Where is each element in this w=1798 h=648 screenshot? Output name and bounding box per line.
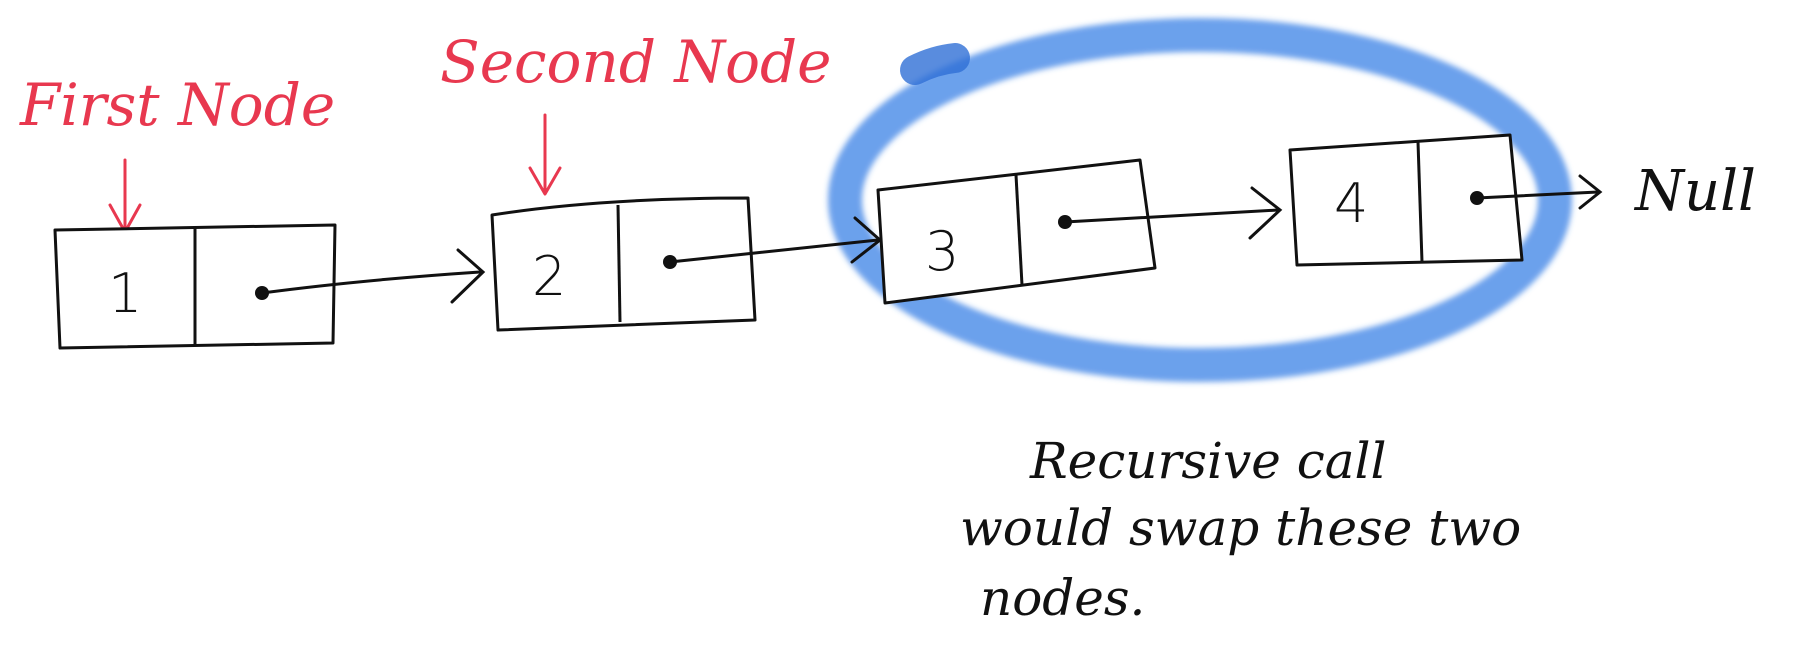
node-1-value: 1	[108, 262, 142, 325]
node-4-value: 4	[1334, 172, 1368, 235]
node-1: 1	[53, 223, 337, 350]
recursive-call-note: Recursive call would swap these two node…	[960, 432, 1521, 627]
first-node-arrow	[108, 158, 142, 234]
arrow-node-3-to-node-4	[1063, 186, 1283, 240]
node-4: 4	[1288, 133, 1524, 267]
arrow-node-4-to-null	[1475, 174, 1603, 210]
note-line-2: would swap these two	[960, 499, 1521, 557]
second-node-label: Second Node	[440, 28, 832, 96]
recursive-highlight-ellipse	[828, 18, 1572, 382]
first-node-label: First Node	[19, 71, 335, 139]
second-node-arrow	[528, 113, 562, 196]
node-2-value: 2	[532, 245, 566, 308]
null-label: Null	[1633, 159, 1756, 224]
note-line-1: Recursive call	[1029, 432, 1387, 490]
node-3-value: 3	[925, 220, 959, 283]
node-3: 3	[876, 158, 1157, 305]
arrow-node-1-to-node-2	[260, 248, 486, 304]
node-2: 2	[490, 196, 757, 332]
note-line-3: nodes.	[980, 569, 1145, 627]
